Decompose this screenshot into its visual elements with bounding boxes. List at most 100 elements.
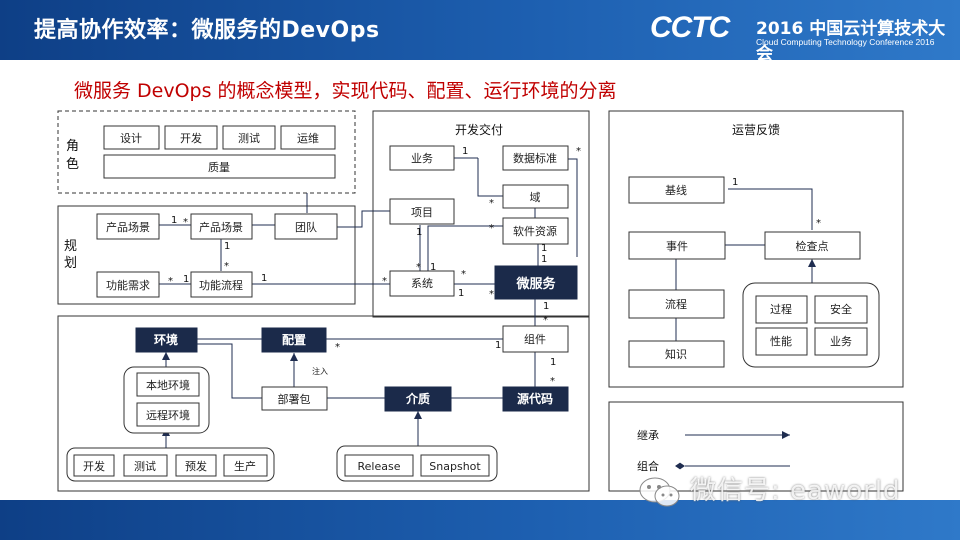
ops-feedback-group <box>608 110 904 388</box>
mult-label: * <box>816 218 821 229</box>
stage-production: 生产 <box>234 459 256 473</box>
function-requirement: 功能需求 <box>106 278 150 292</box>
data-standard-node: 数据标准 <box>513 151 557 165</box>
checkpoint-node: 检查点 <box>796 239 829 253</box>
role-label-1: 角 <box>66 139 79 154</box>
mult-label: * <box>183 217 188 228</box>
mult-label: 1 <box>261 273 267 284</box>
microservice-node: 微服务 <box>515 276 556 292</box>
mult-label: 1 <box>732 177 738 188</box>
mult-label: 1 <box>462 146 468 157</box>
composition-lines <box>290 353 790 470</box>
mult-label: 1 <box>541 254 547 265</box>
media-node: 介质 <box>405 391 430 406</box>
mult-label: * <box>489 289 494 300</box>
check-process: 过程 <box>770 303 792 316</box>
slide-subtitle: 微服务 DevOps 的概念模型，实现代码、配置、运行环境的分离 <box>74 80 617 102</box>
domain-node: 域 <box>530 191 541 204</box>
function-flow: 功能流程 <box>199 278 243 292</box>
remote-environment: 远程环境 <box>146 408 190 422</box>
business-node: 业务 <box>411 152 433 165</box>
planning-label-2: 划 <box>64 256 77 271</box>
software-asset-node: 软件资源 <box>513 224 557 238</box>
planning-boxes <box>96 213 338 298</box>
mult-label: 1 <box>183 274 189 285</box>
mult-label: 1 <box>171 215 177 226</box>
mult-label: 1 <box>416 227 422 238</box>
mult-label: * <box>489 198 494 209</box>
mult-label: * <box>576 146 581 157</box>
release-node: Release <box>358 460 401 473</box>
role-develop: 开发 <box>180 131 202 145</box>
stage-develop: 开发 <box>83 459 105 473</box>
project-node: 项目 <box>411 206 433 219</box>
legend-compose: 组合 <box>637 459 659 473</box>
component-node: 组件 <box>524 332 546 346</box>
team-node: 团队 <box>295 220 317 234</box>
source-code-node: 源代码 <box>517 391 553 406</box>
mult-label: * <box>168 276 173 287</box>
role-ops: 运维 <box>297 132 319 145</box>
check-business: 业务 <box>830 335 852 348</box>
mult-label: 1 <box>541 243 547 254</box>
check-performance: 性能 <box>770 334 792 348</box>
wechat-watermark: 微信号: eaworld <box>690 476 901 506</box>
runtime-dark-boxes <box>135 327 569 412</box>
planning-group <box>57 205 356 305</box>
stage-staging: 预发 <box>185 459 207 473</box>
media-type-group <box>336 445 498 482</box>
conference-subtitle: Cloud Computing Technology Conference 20… <box>756 37 935 47</box>
delivery-group <box>372 110 590 318</box>
mult-label: 1 <box>430 262 436 273</box>
delivery-boxes <box>389 145 578 353</box>
ops-feedback-title: 运营反馈 <box>732 123 780 137</box>
connector-lines <box>159 157 813 399</box>
slide-title: 提高协作效率：微服务的DevOps <box>34 18 380 43</box>
product-scene-2: 产品场景 <box>199 220 243 234</box>
snapshot-node: Snapshot <box>429 460 481 473</box>
process-node: 流程 <box>665 297 687 311</box>
conference-name: 2016 中国云计算技术大会 <box>756 19 946 64</box>
deploy-package: 部署包 <box>278 392 311 406</box>
configuration-node: 配置 <box>282 332 306 347</box>
runtime-group <box>57 315 590 492</box>
delivery-title: 开发交付 <box>455 122 503 137</box>
product-scene-1: 产品场景 <box>106 220 150 234</box>
cctc-logo: CCTC <box>650 11 730 44</box>
multiplicity-labels: 1 * 1 * * 1 1 * 1 * 1 * * 1 1 * 1 * 1 * … <box>168 146 821 387</box>
stage-test: 测试 <box>134 460 156 473</box>
header-bar: 提高协作效率：微服务的DevOps CCTC 2016 中国云计算技术大会 Cl… <box>0 0 960 64</box>
env-type-group <box>123 366 210 434</box>
ops-boxes <box>628 176 880 368</box>
mult-label: 1 <box>550 357 556 368</box>
footer-bar <box>0 500 960 540</box>
mult-label: * <box>224 261 229 272</box>
mult-label: 1 <box>495 340 501 351</box>
local-environment: 本地环境 <box>146 378 190 392</box>
role-group <box>57 110 356 194</box>
check-security: 安全 <box>830 302 852 316</box>
role-quality: 质量 <box>208 161 230 174</box>
mult-label: 1 <box>458 288 464 299</box>
role-label-2: 色 <box>66 156 79 172</box>
mult-label: 1 <box>224 241 230 252</box>
system-node: 系统 <box>411 277 433 290</box>
legend-box <box>608 401 904 492</box>
mult-label: * <box>335 342 340 353</box>
mult-label: * <box>489 223 494 234</box>
mult-label: * <box>461 269 466 280</box>
mult-label: * <box>543 315 548 326</box>
mult-label: * <box>550 376 555 387</box>
role-test: 测试 <box>238 132 260 145</box>
baseline-node: 基线 <box>665 183 687 197</box>
role-design: 设计 <box>120 132 142 145</box>
wechat-icon <box>639 477 680 507</box>
deploy-package-box <box>261 386 328 411</box>
stage-group <box>66 447 275 482</box>
environment-node: 环境 <box>154 332 178 347</box>
mult-label: * <box>416 262 421 273</box>
event-node: 事件 <box>666 240 688 253</box>
inject-label: 注入 <box>312 366 328 376</box>
knowledge-node: 知识 <box>665 347 687 361</box>
